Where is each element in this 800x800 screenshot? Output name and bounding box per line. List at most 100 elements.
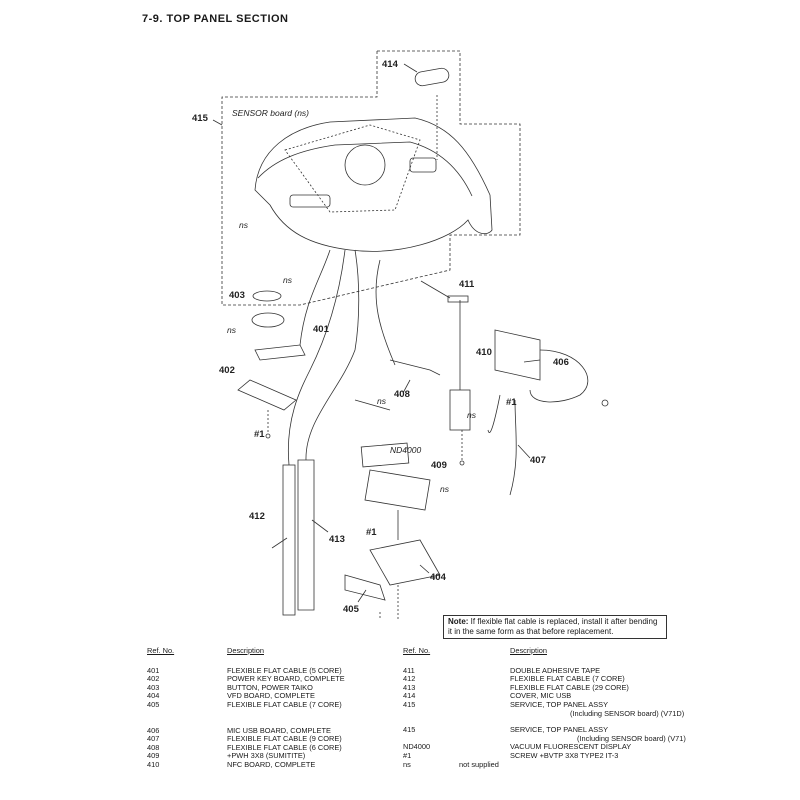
table-row-ref: ns [403,759,411,769]
note-text: If flexible flat cable is replaced, inst… [448,617,658,636]
table-row-desc: FLEXIBLE FLAT CABLE (7 CORE) [227,699,342,709]
label-screw: #1 [506,397,517,408]
table-row: #1 SCREW +BVTP 3X8 TYPE2 IT-3 [403,750,663,761]
label-412: 412 [249,511,265,522]
header-ref-no: Ref. No. [147,646,175,655]
label-410: 410 [476,347,492,358]
label-415: 415 [192,113,209,124]
button-slot-left [289,194,331,208]
label-screw: #1 [366,527,377,538]
part-407-cable [509,399,517,496]
table-row-desc: MIC USB BOARD, COMPLETE [227,725,331,735]
label-ns: ns [377,396,387,406]
label-405: 405 [343,604,360,615]
table-row-ref: 405 [147,699,160,709]
label-406: 406 [553,357,569,368]
table-row-desc: DOUBLE ADHESIVE TAPE [510,665,601,675]
button-slot-right [409,157,437,173]
table-row-ref: 414 [403,691,416,701]
table-row-ref: 410 [147,759,160,769]
top-panel-rim [257,141,473,197]
table-row-desc: NFC BOARD, COMPLETE [227,759,316,769]
table-row-ref: 415 [403,725,416,735]
table-row-desc: FLEXIBLE FLAT CABLE (29 CORE) [510,682,629,692]
table-row: 410 NFC BOARD, COMPLETE [147,759,397,770]
table-row-desc: not supplied [459,759,499,769]
label-401: 401 [313,324,330,335]
table-row-desc: VFD BOARD, COMPLETE [227,691,315,701]
table-row-desc: BUTTON, POWER TAIKO [227,682,313,692]
part-414-cover [414,67,450,87]
header-description: Description [510,646,547,655]
table-row-ref: 415 [403,699,416,709]
label-screw: #1 [254,429,265,440]
table-row: 412 FLEXIBLE FLAT CABLE (7 CORE) [403,675,663,684]
table-row: 403 BUTTON, POWER TAIKO [147,682,397,693]
replacement-note: Note: If flexible flat cable is replaced… [443,615,667,639]
table-row-desc: FLEXIBLE FLAT CABLE (7 CORE) [510,674,625,684]
part-408-cable [375,259,441,376]
table-row-ref: 409 [147,751,160,761]
section-title: 7-9. TOP PANEL SECTION [142,13,289,25]
table-row-ref: 401 [147,665,160,675]
label-nd4000: ND4000 [390,445,421,455]
sensor-board [284,124,421,213]
part-403-button-a [252,290,282,302]
part-406-mic-usb-board [494,329,541,381]
table-row: 413 FLEXIBLE FLAT CABLE (29 CORE) [403,682,663,693]
label-413: 413 [329,534,345,545]
table-row-desc: SERVICE, TOP PANEL ASSY [510,725,609,735]
part-403-button-b [251,312,285,328]
part-412-cable [282,464,296,616]
part-402-power-key-board [237,379,297,411]
table-row-ref: 403 [147,682,160,692]
label-407: 407 [530,455,546,466]
assy-dashed-outline [221,50,521,306]
part-401-cable [299,249,331,346]
table-row-desc: POWER KEY BOARD, COMPLETE [227,674,345,684]
table-row-ref: 412 [403,674,416,684]
label-403: 403 [229,290,245,301]
table-row: 411 DOUBLE ADHESIVE TAPE [403,665,663,676]
table-row-desc: VACUUM FLUORESCENT DISPLAY [510,742,632,752]
table-row-desc: +PWH 3X8 (SUMITITE) [227,751,306,761]
table-row: 415 SERVICE, TOP PANEL ASSY [403,726,663,735]
exploded-diagram: 414 415 SENSOR board (ns) ns ns 403 ns 4… [192,50,609,620]
table-row-ref: 413 [403,682,416,692]
header-description: Description [227,646,264,655]
table-row-ref: 406 [147,725,160,735]
part-404-board [369,539,441,586]
table-row: 401 FLEXIBLE FLAT CABLE (5 CORE) [147,665,397,676]
label-ns: ns [467,410,477,420]
table-row-ref: #1 [403,750,412,760]
label-ns: ns [227,325,237,335]
label-408: 408 [394,389,410,400]
table-row-desc: FLEXIBLE FLAT CABLE (5 CORE) [227,665,342,675]
label-411: 411 [459,279,475,290]
part-413-cable [297,459,315,611]
vfd-board-module [364,469,431,511]
part-405-cable [344,574,386,601]
label-ns: ns [440,484,450,494]
table-row-desc: SCREW +BVTP 3X8 TYPE2 IT-3 [510,750,619,760]
table-row-ref: 408 [147,742,160,752]
label-sensor-board: SENSOR board (ns) [232,108,309,118]
nd4000-vfd [360,442,410,468]
label-402: 402 [219,365,235,376]
label-409: 409 [431,460,447,471]
table-row-desc: SERVICE, TOP PANEL ASSY [510,699,609,709]
table-row: 415 SERVICE, TOP PANEL ASSY [403,699,663,710]
table-row-note: (Including SENSOR board) (V71) [577,733,686,743]
table-row: 406 MIC USB BOARD, COMPLETE [147,725,397,736]
label-ns: ns [239,220,249,230]
table-row-ref: 411 [403,665,415,675]
label-ns: ns [283,275,293,285]
table-row: 414 COVER, MIC USB [403,692,663,701]
table-row-desc: COVER, MIC USB [510,691,572,701]
top-panel-housing [254,117,493,252]
